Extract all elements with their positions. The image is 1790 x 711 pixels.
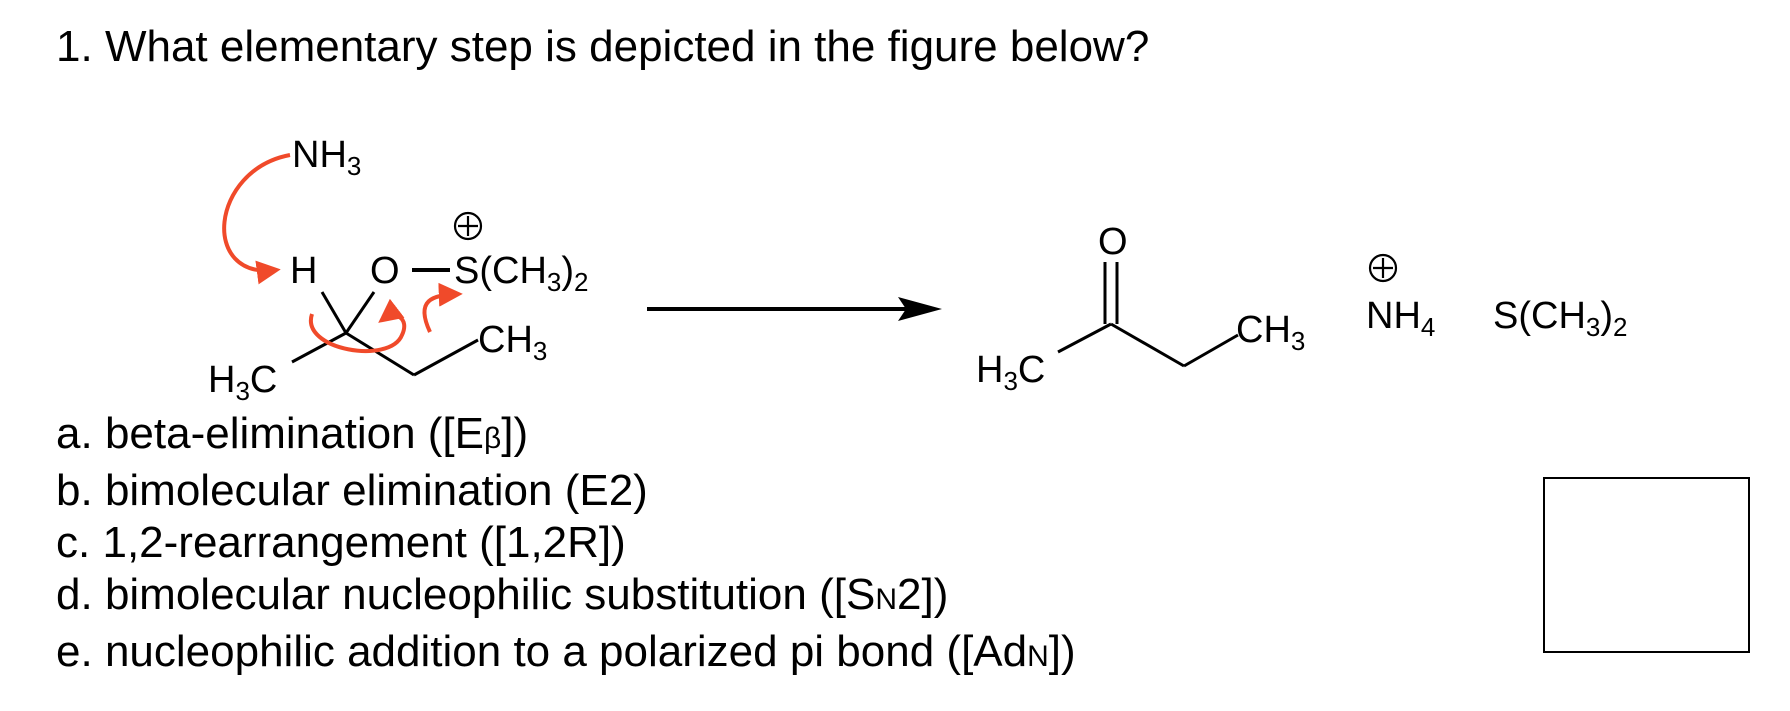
ammonium-label: NH4 [1366, 295, 1435, 342]
methyl-left-label: H3C [208, 359, 277, 406]
choice-a[interactable]: a. beta-elimination ([Eβ]) [56, 409, 529, 458]
ch-bond [320, 291, 348, 334]
product-methyl-right-label: CH3 [1236, 309, 1305, 356]
reaction-scheme: NH3 H O S(CH3)2 CH3 H3C O H3C CH3 NH4 S(… [208, 134, 1627, 406]
product-ch3-bond [1183, 333, 1239, 368]
choice-d[interactable]: d. bimolecular nucleophilic substitution… [56, 570, 949, 619]
ch2-ch3-bond [413, 338, 479, 377]
c-ch2-bond [345, 331, 415, 377]
product-ch2-bond [1110, 322, 1185, 368]
methyl-right-label: CH3 [478, 319, 547, 366]
answer-choices: a. beta-elimination ([Eβ]) b. bimolecula… [56, 408, 1076, 683]
product-methyl-left-label: H3C [976, 349, 1045, 396]
question-text: What elementary step is depicted in the … [104, 22, 1150, 71]
co-bond [344, 291, 376, 334]
c-methyl-bond [291, 331, 347, 364]
reaction-arrow-icon [647, 297, 942, 321]
product-methyl-bond [1057, 322, 1112, 354]
curved-arrow-icon [422, 282, 463, 333]
positive-charge-icon [1368, 253, 1398, 283]
choice-e[interactable]: e. nucleophilic addition to a polarized … [56, 627, 1076, 676]
choice-c[interactable]: c. 1,2-rearrangement ([1,2R]) [56, 518, 626, 567]
dimethyl-sulfide-label: S(CH3)2 [1493, 295, 1627, 342]
question-number: 1. [56, 22, 93, 71]
question-title: 1. What elementary step is depicted in t… [56, 22, 1149, 72]
answer-box[interactable] [1543, 477, 1750, 653]
curved-arrow-icon [222, 153, 291, 285]
ketone-oxygen-label: O [1098, 221, 1128, 263]
oxygen-label: O [370, 250, 400, 292]
sulfonium-label: S(CH3)2 [454, 250, 588, 297]
hydrogen-label: H [290, 250, 317, 292]
positive-charge-icon [453, 211, 483, 241]
ammonia-label: NH3 [292, 134, 361, 181]
choice-b[interactable]: b. bimolecular elimination (E2) [56, 466, 648, 515]
curved-arrow-icon [308, 298, 407, 354]
